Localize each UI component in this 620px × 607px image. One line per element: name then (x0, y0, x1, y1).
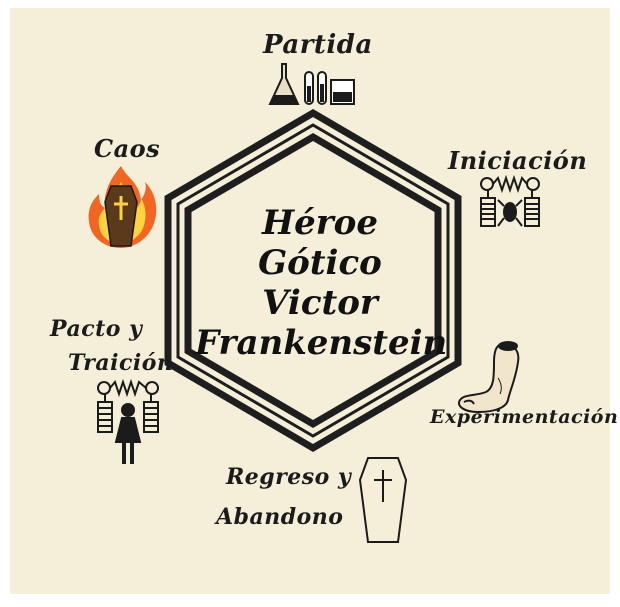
central-title-line2: Victor (195, 283, 445, 323)
stage-label-iniciacion: Iniciación (448, 146, 587, 175)
stage-label-pacto-line1: Pacto y (50, 316, 142, 342)
burning-coffin-icon (89, 166, 157, 248)
tesla-coil-frog-icon (481, 178, 539, 226)
coffin-cross-icon (360, 458, 406, 542)
stage-label-caos: Caos (94, 134, 160, 163)
diagram-canvas: Héroe Gótico Victor Frankenstein Partida… (10, 8, 610, 594)
tesla-coil-woman-icon (98, 382, 158, 464)
severed-foot-icon (459, 342, 518, 412)
stage-label-experimentacion: Experimentación (430, 406, 618, 428)
lab-glassware-icon (270, 64, 354, 104)
stage-label-pacto-line2: Traición (68, 350, 173, 376)
central-title-line3: Frankenstein (195, 323, 445, 363)
stage-label-regreso-line2: Abandono (216, 504, 343, 530)
stage-label-regreso-line1: Regreso y (226, 464, 351, 490)
stage-label-partida: Partida (263, 30, 373, 60)
central-title-line1: Héroe Gótico (195, 203, 445, 283)
central-title: Héroe Gótico Victor Frankenstein (195, 203, 445, 363)
